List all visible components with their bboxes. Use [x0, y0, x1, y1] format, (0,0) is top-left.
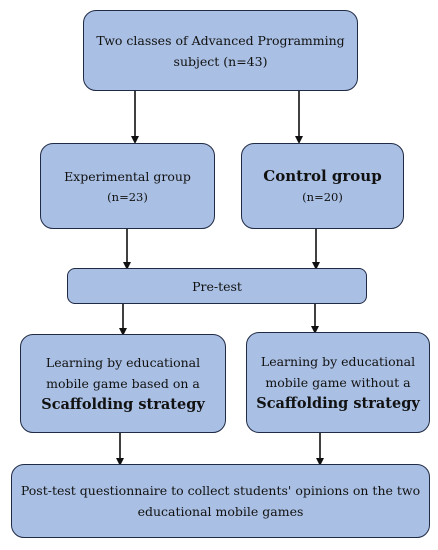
posttest-box: Post-test questionnaire to collect stude… — [11, 464, 430, 538]
experimental-group-box: Experimental group (n=23) — [40, 143, 215, 229]
learning-scaffolding-line2: mobile game based on a — [46, 375, 200, 391]
top-box: Two classes of Advanced Programming subj… — [83, 10, 358, 91]
pretest-box: Pre-test — [67, 268, 367, 304]
experimental-group-title: Experimental group — [64, 168, 191, 184]
top-box-line1: Two classes of Advanced Programming — [96, 32, 345, 48]
learning-no-scaffolding-line1: Learning by educational — [260, 353, 416, 369]
control-group-title: Control group — [263, 167, 382, 185]
posttest-line1: Post-test questionnaire to collect stude… — [20, 483, 421, 498]
top-box-line2: subject (n=43) — [173, 53, 268, 69]
control-group-box: Control group (n=20) — [241, 143, 404, 229]
learning-no-scaffolding-emphasis: Scaffolding strategy — [256, 394, 420, 412]
experimental-group-count: (n=23) — [107, 189, 148, 204]
learning-scaffolding-box: Learning by educational mobile game base… — [20, 334, 226, 433]
learning-no-scaffolding-box: Learning by educational mobile game with… — [246, 332, 430, 433]
learning-no-scaffolding-line2: mobile game without a — [265, 374, 411, 390]
learning-scaffolding-line1: Learning by educational — [45, 354, 201, 370]
pretest-label: Pre-test — [192, 278, 242, 294]
control-group-count: (n=20) — [302, 190, 343, 204]
learning-scaffolding-emphasis: Scaffolding strategy — [41, 395, 205, 413]
posttest-line2: educational mobile games — [137, 504, 304, 519]
